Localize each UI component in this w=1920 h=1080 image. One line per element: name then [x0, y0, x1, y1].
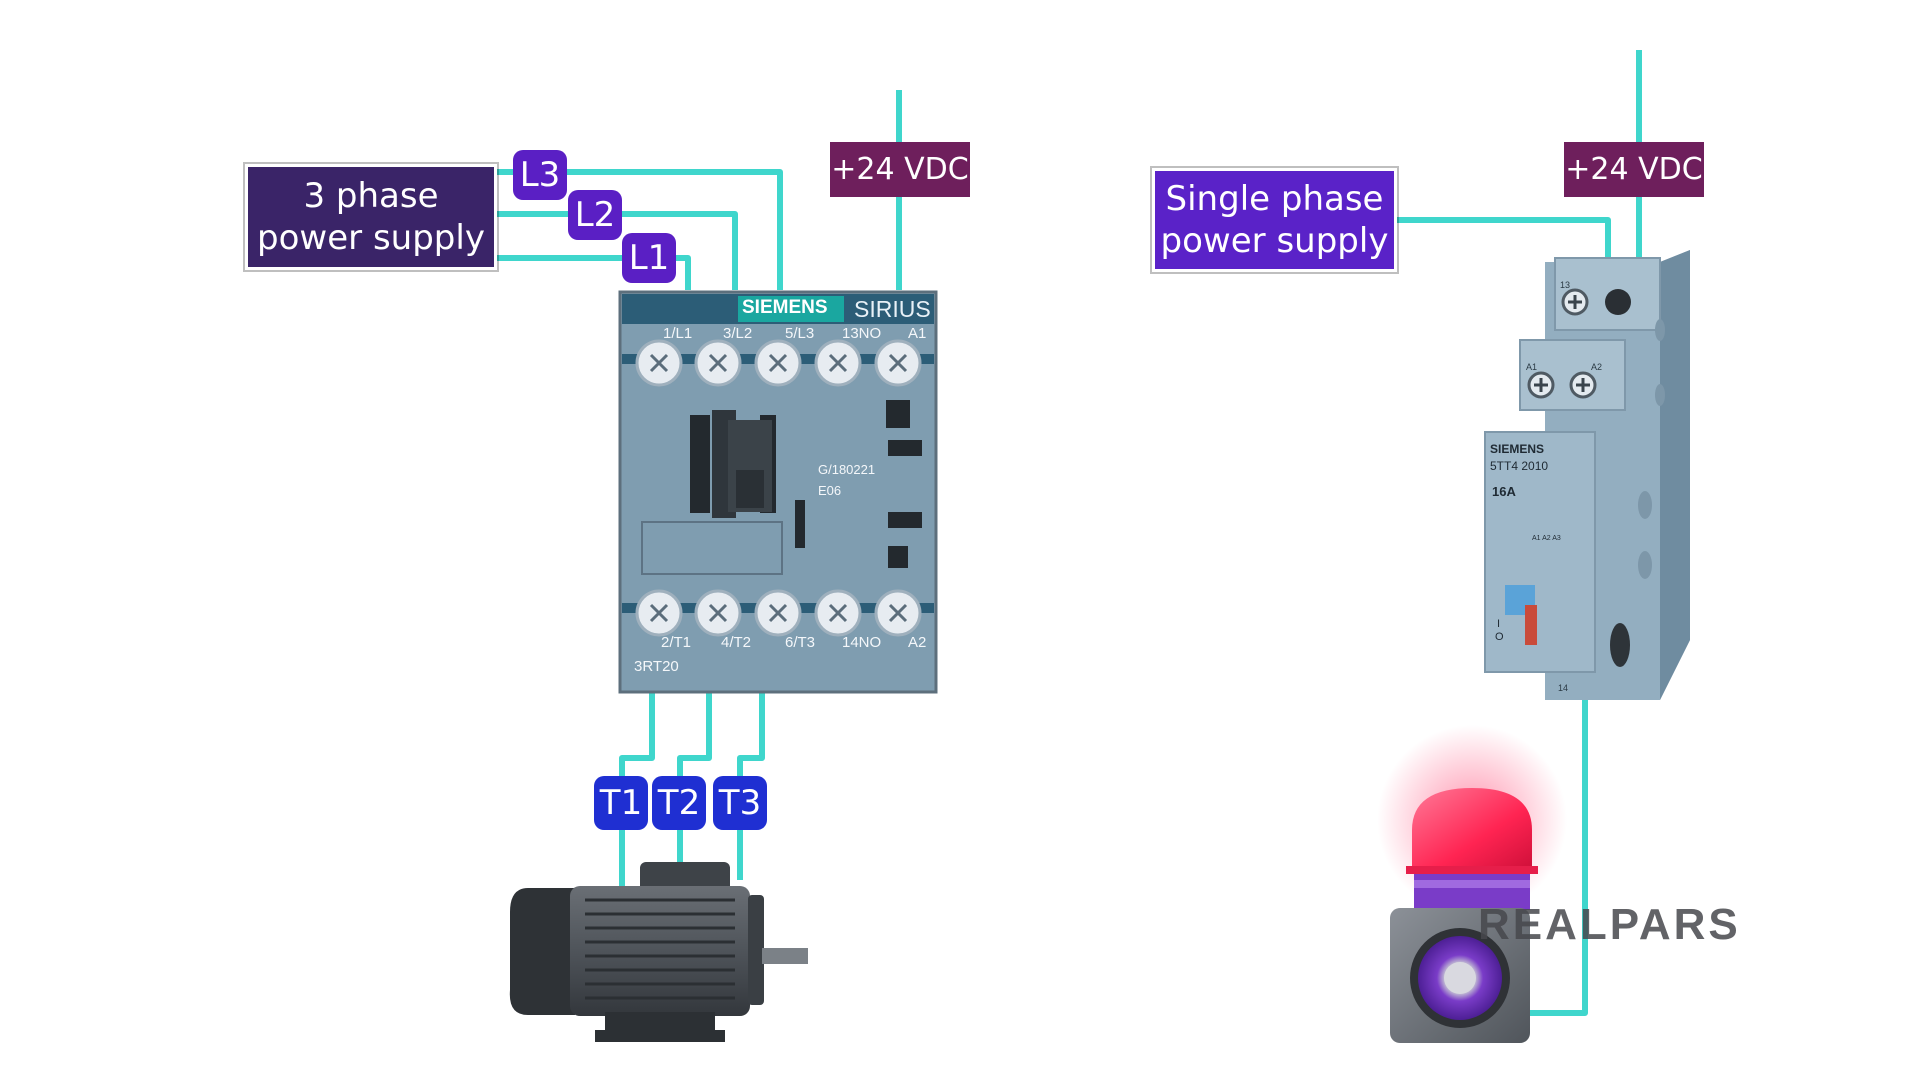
three-phase-supply-line2: power supply — [257, 218, 485, 258]
tag-t2: T2 — [652, 776, 706, 830]
bottom-terminal-screws — [635, 589, 922, 637]
single-phase-supply-line1: Single phase — [1165, 179, 1384, 219]
contactor — [618, 290, 938, 694]
relay-terminal-14: 14 — [1558, 683, 1569, 693]
realpars-watermark: REALPARS — [1478, 900, 1741, 949]
three-phase-supply-box: 3 phase power supply — [243, 162, 499, 272]
wire-l1 — [496, 255, 691, 290]
terminal-label-13no: 13NO — [842, 325, 882, 342]
relay-schematic-labels: A1 A2 A3 — [1532, 535, 1561, 542]
wire-single-phase — [1396, 217, 1611, 262]
tag-l2: L2 — [568, 190, 622, 240]
relay — [1484, 250, 1690, 700]
relay-switch-on: I — [1497, 618, 1501, 630]
wire-relay-to-lamp — [1530, 700, 1588, 1016]
contactor-brand: SIEMENS — [742, 297, 828, 318]
terminal-label-5l3: 5/L3 — [785, 325, 815, 342]
terminal-label-1l1: 1/L1 — [663, 325, 693, 342]
relay-model: 5TT4 2010 — [1490, 459, 1549, 473]
terminal-label-3l2: 3/L2 — [723, 325, 753, 342]
vdc-tag-left: +24 VDC — [830, 142, 970, 197]
contactor-code-2: E06 — [818, 483, 842, 498]
relay-brand: SIEMENS — [1490, 442, 1545, 456]
terminal-label-a2: A2 — [908, 634, 927, 651]
tag-l3: L3 — [513, 150, 567, 200]
single-phase-supply-box: Single phase power supply — [1150, 166, 1399, 274]
relay-terminal-a2: A2 — [1591, 362, 1603, 372]
top-terminal-screws — [635, 339, 922, 387]
terminal-label-6t3: 6/T3 — [785, 634, 816, 651]
terminal-label-14no: 14NO — [842, 634, 882, 651]
vdc-tag-right: +24 VDC — [1564, 142, 1704, 197]
tag-t3: T3 — [713, 776, 767, 830]
terminal-label-2t1: 2/T1 — [661, 634, 692, 651]
motor-icon — [509, 862, 808, 1042]
tag-t1: T1 — [594, 776, 648, 830]
relay-terminal-a1: A1 — [1526, 362, 1538, 372]
tag-l1: L1 — [622, 233, 676, 283]
terminal-label-4t2: 4/T2 — [721, 634, 752, 651]
beacon-lamp-icon — [1377, 725, 1567, 1043]
contactor-series: SIRIUS — [854, 296, 931, 322]
three-phase-supply-line1: 3 phase — [303, 176, 439, 216]
contactor-model: 3RT20 — [634, 658, 679, 675]
relay-switch-off: O — [1495, 631, 1504, 643]
terminal-label-a1: A1 — [908, 325, 927, 342]
wire-l3 — [496, 169, 783, 290]
relay-rating: 16A — [1492, 484, 1516, 499]
single-phase-supply-line2: power supply — [1160, 221, 1389, 261]
relay-terminal-13: 13 — [1560, 280, 1571, 290]
contactor-code-1: G/180221 — [818, 462, 876, 477]
